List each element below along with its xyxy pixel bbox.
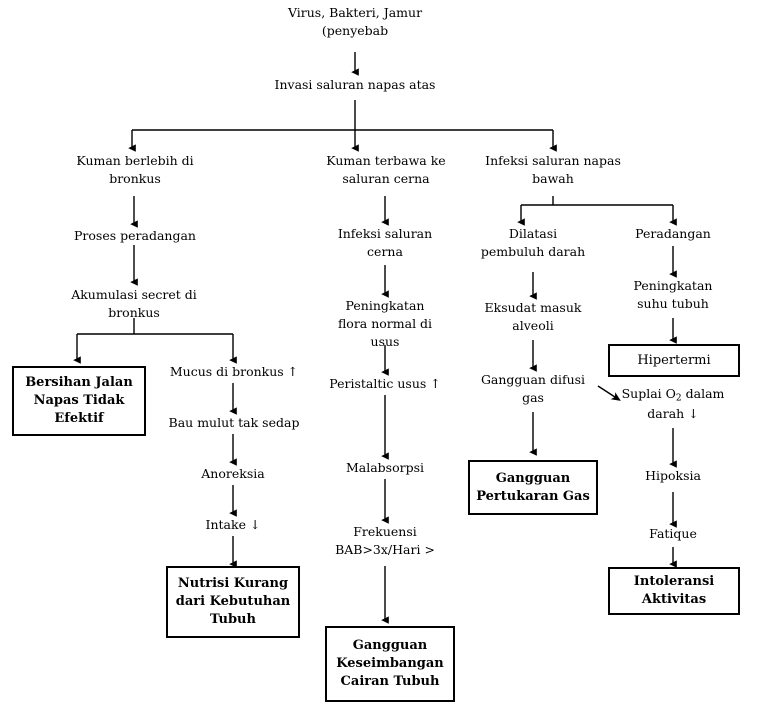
node-box-intoleransi-aktivitas-label: Intoleransi Aktivitas <box>633 574 715 607</box>
node-box-bersihan-jalan-napas: Bersihan Jalan Napas Tidak Efektif <box>12 366 146 436</box>
node-infeksi-saluran-napas-bawah: Infeksi saluran napas bawah <box>485 153 621 187</box>
node-mucus-di-bronkus: Mucus di bronkus ↑ <box>169 364 299 379</box>
node-frekuensi-bab: Frekuensi BAB>3x/Hari > <box>335 524 435 558</box>
node-box-hipertermi-label: Hipertermi <box>637 352 711 368</box>
node-akumulasi-secret-bronkus: Akumulasi secret di bronkus <box>71 287 197 321</box>
node-kuman-terbawa-saluran-cerna: Kuman terbawa ke saluran cerna <box>326 153 446 187</box>
node-box-gangguan-keseimbangan-cairan-label: Gangguan Keseimbangan Cairan Tubuh <box>336 638 444 689</box>
node-fatique: Fatique <box>649 526 697 541</box>
node-box-gangguan-pertukaran-gas-label: Gangguan Pertukaran Gas <box>476 470 590 504</box>
node-peradangan: Peradangan <box>635 226 711 241</box>
node-kuman-berlebih-bronkus: Kuman berlebih di bronkus <box>76 153 194 187</box>
node-box-gangguan-pertukaran-gas: Gangguan Pertukaran Gas <box>468 460 598 515</box>
node-malabsorpsi: Malabsorpsi <box>345 460 425 475</box>
node-intake-turun: Intake ↓ <box>205 517 261 532</box>
node-proses-peradangan: Proses peradangan <box>74 228 196 243</box>
node-invasi-saluran-napas-atas: Invasi saluran napas atas <box>274 77 436 92</box>
node-box-bersihan-jalan-napas-label: Bersihan Jalan Napas Tidak Efektif <box>25 375 133 426</box>
node-box-nutrisi-kurang: Nutrisi Kurang dari Kebutuhan Tubuh <box>166 566 300 638</box>
node-anoreksia: Anoreksia <box>201 466 265 481</box>
node-peningkatan-suhu-tubuh: Peningkatan suhu tubuh <box>633 278 713 312</box>
node-infeksi-saluran-cerna: Infeksi saluran cerna <box>337 226 433 260</box>
node-box-intoleransi-aktivitas: Intoleransi Aktivitas <box>608 567 740 615</box>
node-peningkatan-flora-normal: Peningkatan flora normal di usus <box>337 298 433 350</box>
node-peristaltic-usus: Peristaltic usus ↑ <box>329 376 441 391</box>
node-box-gangguan-keseimbangan-cairan: Gangguan Keseimbangan Cairan Tubuh <box>325 626 455 702</box>
node-virus-bakteri-jamur: Virus, Bakteri, Jamur (penyebab <box>287 5 423 39</box>
node-dilatasi-pembuluh-darah: Dilatasi pembuluh darah <box>480 226 586 260</box>
node-box-hipertermi: Hipertermi <box>608 344 740 377</box>
node-box-nutrisi-kurang-label: Nutrisi Kurang dari Kebutuhan Tubuh <box>175 576 291 627</box>
node-eksudat-masuk-alveoli: Eksudat masuk alveoli <box>484 300 582 334</box>
node-hipoksia: Hipoksia <box>645 468 701 483</box>
node-gangguan-difusi-gas: Gangguan difusi gas <box>480 372 586 406</box>
node-bau-mulut-tak-sedap: Bau mulut tak sedap <box>168 415 300 430</box>
